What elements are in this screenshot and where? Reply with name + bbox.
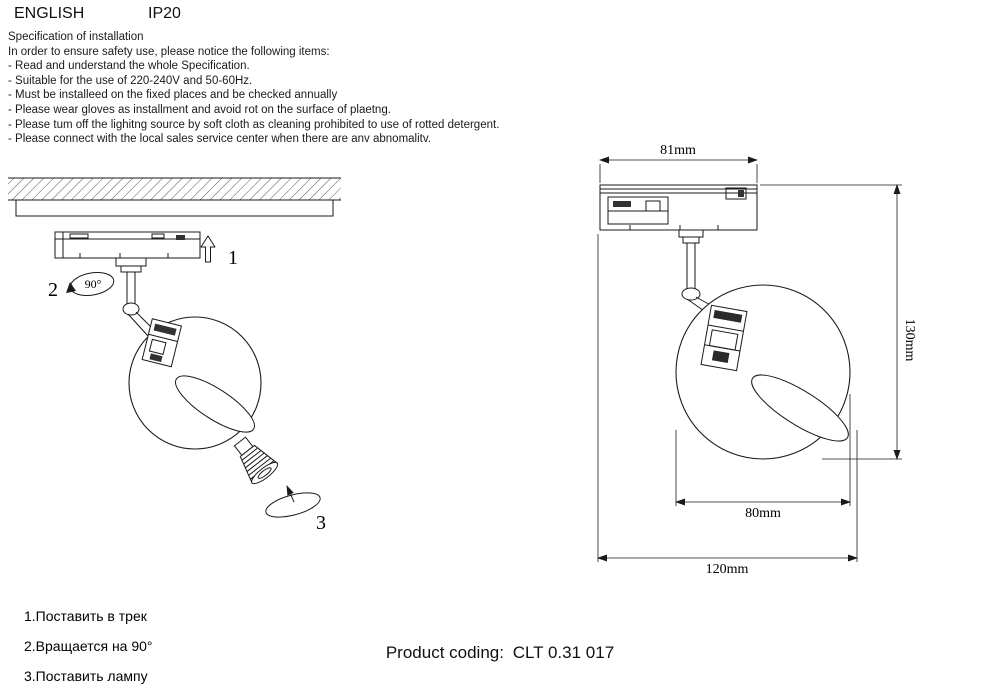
product-coding-value: CLT 0.31 017: [512, 643, 615, 662]
spec-item: - Must be installeed on the fixed places…: [8, 89, 338, 102]
installation-diagram: 1 2 90°: [8, 177, 341, 534]
dimension-81mm-label: 81mm: [660, 143, 696, 158]
step-3-label: 3: [316, 512, 326, 534]
spec-item: - Please tum off the lighitng source by …: [8, 118, 500, 131]
spec-item: - Suitable for the use of 220-240V and 5…: [8, 74, 253, 87]
lamp-holder: [700, 304, 748, 372]
step-ru-2: 2.Вращается на 90°: [24, 638, 153, 654]
dimension-81mm: [599, 156, 758, 183]
product-coding-label: Product coding:: [385, 643, 504, 662]
dimension-120mm-label: 120mm: [706, 562, 749, 577]
gu10-bulb: [233, 436, 279, 485]
stem: [115, 257, 155, 337]
dimension-130mm: [760, 184, 902, 460]
step-ru-1: 1.Поставить в трек: [24, 608, 147, 624]
specification-block: Specification of installation In order t…: [8, 30, 568, 147]
dimension-80mm: [675, 394, 851, 506]
spec-title: Specification of installation: [8, 31, 144, 43]
steps-ru-list: 1.Поставить в трек 2.Вращается на 90° 3.…: [24, 601, 153, 690]
spec-item: - Please connect with the local sales se…: [8, 133, 431, 146]
insert-arrow-icon: [200, 235, 216, 263]
dimension-130mm-label: 130mm: [902, 319, 917, 362]
dimension-diagram: 81mm: [597, 143, 917, 577]
bulb-rotation-indicator: [265, 485, 321, 518]
sphere-opening: [175, 375, 255, 433]
track-rail: [54, 231, 201, 259]
ceiling-hatch: [8, 177, 341, 217]
rotation-90-indicator: [66, 272, 115, 296]
spec-item: - Read and understand the whole Specific…: [8, 60, 250, 73]
track-rail: [599, 184, 758, 231]
dimension-80mm-label: 80mm: [745, 506, 781, 521]
step-1-label: 1: [228, 247, 238, 269]
ip-rating-label: IP20: [148, 5, 181, 22]
spec-item: - Please wear gloves as installment and …: [8, 103, 391, 116]
rotation-angle-label: 90°: [85, 277, 102, 291]
stem: [678, 229, 715, 314]
sphere-opening: [751, 374, 849, 442]
spec-intro: In order to ensure safety use, please no…: [8, 45, 330, 58]
dimension-120mm: [597, 234, 858, 562]
step-ru-3: 3.Поставить лампу: [24, 668, 148, 684]
step-2-label: 2: [48, 279, 58, 301]
language-label: ENGLISH: [14, 5, 85, 22]
product-coding: Product coding: CLT 0.31 017: [0, 643, 1000, 663]
lamp-holder: [141, 318, 183, 368]
